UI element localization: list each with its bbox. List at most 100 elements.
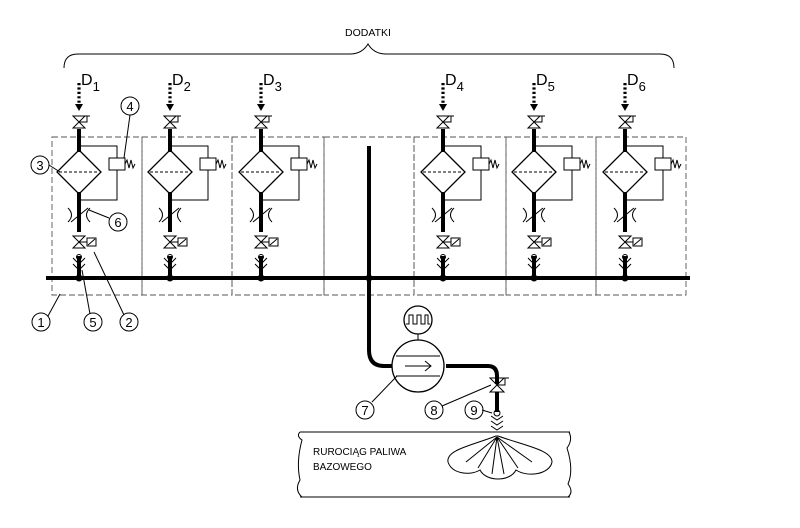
check-valve-icon bbox=[436, 257, 450, 271]
header-junction bbox=[257, 274, 265, 282]
callout-8: 8 bbox=[424, 384, 492, 420]
flow-indicator-arrow bbox=[434, 207, 453, 223]
dp-impulse-line bbox=[534, 145, 573, 158]
header-junction bbox=[75, 274, 83, 282]
pressure-switch-icon bbox=[199, 157, 217, 171]
callout-2: 2 bbox=[93, 251, 139, 332]
header-junction bbox=[166, 274, 174, 282]
additive-module-5: D5 bbox=[511, 72, 591, 282]
callout-circle bbox=[355, 400, 375, 420]
valve-actuator-icon bbox=[443, 115, 454, 123]
check-valve-ball bbox=[440, 254, 446, 260]
dp-impulse-line bbox=[170, 170, 209, 201]
inlet-valve-icon bbox=[71, 115, 87, 129]
solenoid-coil-mark bbox=[542, 238, 551, 246]
pressure-switch-icon bbox=[563, 157, 581, 171]
callout-1: 1 bbox=[31, 293, 61, 332]
solenoid-coil-mark bbox=[178, 238, 187, 246]
check-valve-icon bbox=[163, 257, 177, 271]
valve-actuator-icon bbox=[625, 115, 636, 123]
flow-indicator-icon bbox=[268, 207, 273, 223]
callout-leader bbox=[481, 409, 493, 414]
callout-number: 2 bbox=[125, 315, 132, 330]
spray-plume-icon bbox=[447, 435, 553, 480]
flow-indicator-arrow bbox=[161, 207, 180, 223]
flow-indicator-icon bbox=[431, 207, 436, 223]
valve-actuator-icon bbox=[79, 115, 90, 123]
pressure-switch-icon bbox=[108, 157, 126, 171]
filter-icon bbox=[420, 149, 466, 195]
callout-4: 4 bbox=[120, 96, 140, 159]
valve-actuator-icon bbox=[170, 115, 181, 123]
flow-indicator-icon bbox=[541, 207, 546, 223]
additive-label-6: D6 bbox=[627, 72, 646, 94]
callout-leader bbox=[48, 164, 61, 173]
pressure-switch-icon bbox=[472, 157, 490, 171]
solenoid-coil-icon bbox=[632, 237, 643, 247]
callout-number: 5 bbox=[89, 315, 96, 330]
header-junction bbox=[439, 274, 447, 282]
additive-label-4: D4 bbox=[445, 72, 464, 94]
solenoid-valve-icon bbox=[617, 235, 633, 249]
callout-number: 8 bbox=[430, 403, 437, 418]
base-fuel-pipeline bbox=[296, 431, 572, 498]
callout-number: 4 bbox=[126, 99, 133, 114]
callout-circle bbox=[464, 400, 484, 420]
filter-icon bbox=[511, 149, 557, 195]
check-valve-ball bbox=[76, 254, 82, 260]
callout-number: 3 bbox=[36, 158, 43, 173]
callout-7: 7 bbox=[355, 375, 398, 420]
callout-circle bbox=[83, 312, 103, 332]
flow-indicator-icon bbox=[522, 207, 527, 223]
flow-indicator-icon bbox=[249, 207, 254, 223]
solenoid-coil-icon bbox=[541, 237, 552, 247]
dp-impulse-line bbox=[443, 145, 482, 158]
dp-impulse-line bbox=[534, 170, 573, 201]
switch-spring-icon bbox=[215, 158, 227, 170]
callout-leader bbox=[88, 209, 110, 219]
solenoid-valve-icon bbox=[435, 235, 451, 249]
dp-impulse-line bbox=[443, 170, 482, 201]
dp-impulse-line bbox=[625, 145, 664, 158]
inlet-arrow-icon bbox=[439, 104, 447, 111]
callout-leader bbox=[93, 251, 125, 316]
callout-leader bbox=[441, 384, 492, 407]
solenoid-coil-icon bbox=[86, 237, 97, 247]
callout-circle bbox=[119, 312, 139, 332]
check-valve-icon bbox=[618, 257, 632, 271]
dp-impulse-line bbox=[625, 170, 664, 201]
pulse-transmitter-icon bbox=[403, 305, 433, 335]
meter-outlet-pipe bbox=[446, 364, 499, 384]
flow-indicator-icon bbox=[632, 207, 637, 223]
solenoid-coil-icon bbox=[177, 237, 188, 247]
filter-icon bbox=[238, 149, 284, 195]
additive-label-1: D1 bbox=[81, 72, 100, 94]
injection-valve-icon bbox=[488, 377, 509, 393]
dp-impulse-line bbox=[79, 145, 118, 158]
flow-indicator-arrow bbox=[525, 207, 544, 223]
callout-number: 7 bbox=[361, 403, 368, 418]
solenoid-valve-icon bbox=[526, 235, 542, 249]
additive-label-5: D5 bbox=[536, 72, 555, 94]
callout-number: 1 bbox=[37, 315, 44, 330]
pipeline-label-line1: RUROCIĄG PALIWA bbox=[313, 447, 407, 458]
additive-module-6: D6 bbox=[602, 72, 682, 282]
filter-icon bbox=[602, 149, 648, 195]
inlet-arrow-icon bbox=[166, 104, 174, 111]
switch-spring-icon bbox=[306, 158, 318, 170]
callout-leader bbox=[123, 114, 131, 159]
switch-spring-icon bbox=[488, 158, 500, 170]
callout-9: 9 bbox=[464, 400, 493, 420]
flow-indicator-icon bbox=[158, 207, 163, 223]
pipeline-label-line2: BAZOWEGO bbox=[313, 462, 372, 473]
callout-circle bbox=[108, 212, 128, 232]
solenoid-coil-mark bbox=[451, 238, 460, 246]
header-junction bbox=[621, 274, 629, 282]
flow-indicator-icon bbox=[177, 207, 182, 223]
inlet-arrow-icon bbox=[530, 104, 538, 111]
solenoid-valve-icon bbox=[162, 235, 178, 249]
injector-nozzle-icon bbox=[490, 409, 504, 431]
additive-module-2: D2 bbox=[147, 72, 227, 282]
filter-icon bbox=[56, 149, 102, 195]
pressure-switch-icon bbox=[654, 157, 672, 171]
